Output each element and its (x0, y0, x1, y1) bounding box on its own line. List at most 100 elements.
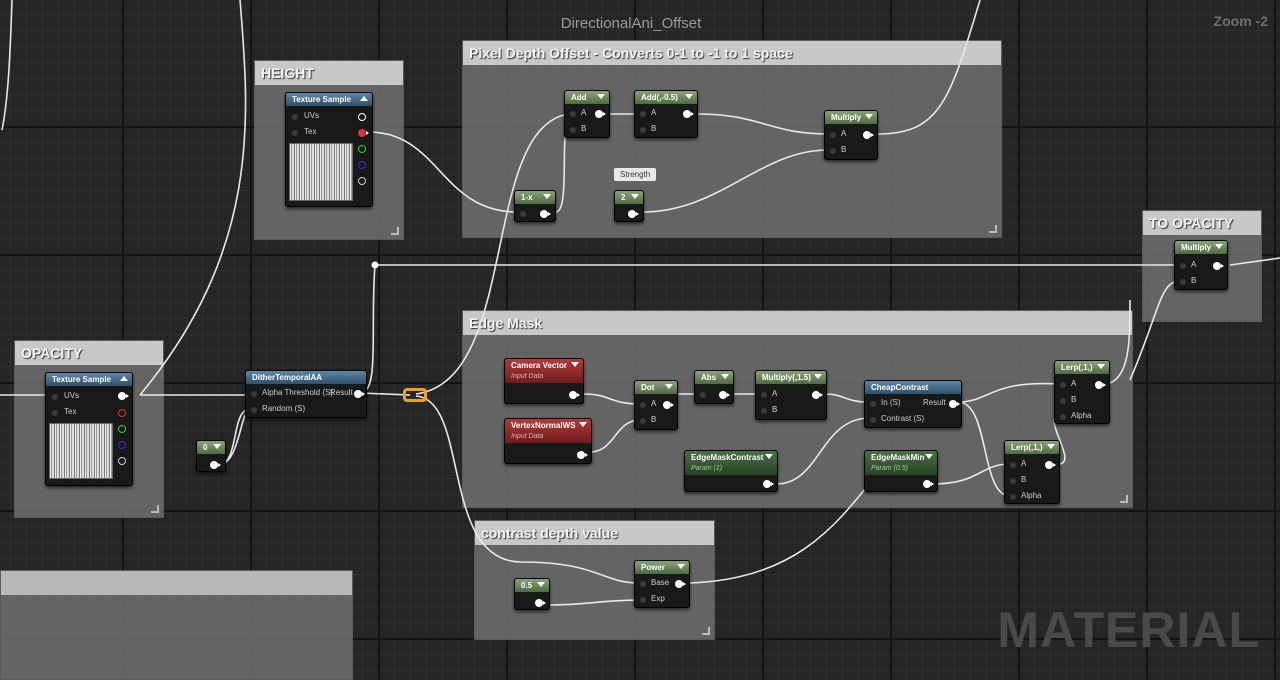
zero-constant-node[interactable]: 0 (196, 440, 226, 472)
cheap-contrast-node[interactable]: CheapContrast In (S) Contrast (S) Result (864, 380, 962, 428)
expand-icon[interactable] (865, 114, 873, 119)
output-pin-icon[interactable] (663, 401, 674, 409)
expand-icon[interactable] (721, 374, 729, 379)
output-pin-a-icon[interactable] (358, 177, 366, 185)
output-pin-icon[interactable] (719, 391, 730, 399)
expand-icon[interactable] (1215, 244, 1223, 249)
input-pin-icon[interactable] (870, 417, 876, 423)
expand-icon[interactable] (571, 362, 579, 367)
output-pin-r-icon[interactable] (118, 409, 126, 417)
output-pin-icon[interactable] (863, 131, 874, 139)
multiply-edge-node[interactable]: Multiply(,1.5) A B (755, 370, 827, 420)
output-pin-icon[interactable] (535, 599, 546, 607)
input-pin-icon[interactable] (570, 111, 576, 117)
output-pin-icon[interactable] (1213, 262, 1224, 270)
multiply-pdo-node[interactable]: Multiply A B (824, 110, 878, 160)
output-pin-icon[interactable] (354, 390, 365, 398)
power-node[interactable]: Power Base Exp (634, 560, 690, 608)
input-pin-icon[interactable] (761, 408, 767, 414)
output-pin-icon[interactable] (763, 480, 774, 488)
add-node[interactable]: Add A B (564, 90, 610, 138)
input-pin-icon[interactable] (1180, 263, 1186, 269)
input-pin-icon[interactable] (292, 114, 298, 120)
input-pin-icon[interactable] (251, 407, 257, 413)
expand-icon[interactable] (665, 384, 673, 389)
expand-icon[interactable] (537, 582, 545, 587)
abs-node[interactable]: Abs (694, 370, 734, 404)
output-pin-icon[interactable] (675, 580, 686, 588)
resize-grip[interactable] (1120, 495, 1128, 503)
output-pin-b-icon[interactable] (118, 441, 126, 449)
output-pin-rgb-icon[interactable] (118, 392, 129, 400)
comment-height[interactable]: HEIGHT (254, 60, 404, 240)
input-pin-icon[interactable] (870, 401, 876, 407)
output-pin-g-icon[interactable] (358, 145, 366, 153)
input-pin-icon[interactable] (1060, 414, 1066, 420)
input-pin-icon[interactable] (640, 597, 646, 603)
expand-icon[interactable] (765, 454, 773, 459)
resize-grip[interactable] (391, 227, 399, 235)
input-pin-icon[interactable] (52, 410, 58, 416)
input-pin-icon[interactable] (520, 211, 526, 217)
texture-sample-opacity-node[interactable]: Texture Sample UVs Tex (45, 372, 133, 486)
expand-icon[interactable] (631, 194, 639, 199)
strength-constant-node[interactable]: 2 (614, 190, 644, 222)
input-pin-icon[interactable] (830, 148, 836, 154)
output-pin-icon[interactable] (210, 461, 221, 469)
collapse-icon[interactable] (360, 96, 368, 101)
dither-temporal-aa-node[interactable]: DitherTemporalAA Alpha Threshold (S) Ran… (245, 370, 367, 418)
dot-node[interactable]: Dot A B (634, 380, 678, 430)
input-pin-icon[interactable] (1060, 382, 1066, 388)
output-pin-icon[interactable] (1045, 461, 1056, 469)
expand-icon[interactable] (925, 454, 933, 459)
input-pin-icon[interactable] (640, 418, 646, 424)
multiply-opacity-node[interactable]: Multiply A B (1174, 240, 1228, 290)
input-pin-icon[interactable] (1010, 462, 1016, 468)
input-pin-icon[interactable] (640, 581, 646, 587)
output-pin-icon[interactable] (1095, 381, 1106, 389)
resize-grip[interactable] (702, 627, 710, 635)
lerp-bottom-node[interactable]: Lerp(,1,) A B Alpha (1004, 440, 1060, 504)
input-pin-icon[interactable] (570, 127, 576, 133)
lerp-top-node[interactable]: Lerp(,1,) A B Alpha (1054, 360, 1110, 424)
output-pin-icon[interactable] (595, 110, 606, 118)
reroute-node[interactable] (403, 388, 427, 402)
output-pin-g-icon[interactable] (118, 425, 126, 433)
expand-icon[interactable] (814, 374, 822, 379)
output-pin-icon[interactable] (683, 110, 694, 118)
output-pin-icon[interactable] (577, 451, 588, 459)
input-pin-icon[interactable] (1010, 494, 1016, 500)
output-pin-icon[interactable] (949, 400, 960, 408)
output-pin-b-icon[interactable] (358, 161, 366, 169)
input-pin-icon[interactable] (1060, 398, 1066, 404)
texture-sample-height-node[interactable]: Texture Sample UVs Tex (285, 92, 373, 207)
input-pin-icon[interactable] (640, 127, 646, 133)
input-pin-icon[interactable] (761, 392, 767, 398)
resize-grip[interactable] (151, 505, 159, 513)
input-pin-icon[interactable] (700, 392, 706, 398)
expand-icon[interactable] (543, 194, 551, 199)
output-pin-icon[interactable] (812, 391, 823, 399)
comment-untitled[interactable] (0, 570, 353, 680)
collapse-icon[interactable] (120, 376, 128, 381)
output-pin-icon[interactable] (923, 480, 934, 488)
expand-icon[interactable] (1097, 364, 1105, 369)
resize-grip[interactable] (989, 225, 997, 233)
half-constant-node[interactable]: 0.5 (514, 578, 550, 610)
input-pin-icon[interactable] (1010, 478, 1016, 484)
input-pin-icon[interactable] (640, 111, 646, 117)
input-pin-icon[interactable] (52, 394, 58, 400)
output-pin-icon[interactable] (540, 210, 551, 218)
output-pin-icon[interactable] (628, 210, 639, 218)
output-pin-icon[interactable] (569, 391, 580, 399)
output-pin-rgb-icon[interactable] (358, 113, 366, 121)
output-pin-a-icon[interactable] (118, 457, 126, 465)
expand-icon[interactable] (213, 444, 221, 449)
expand-icon[interactable] (1047, 444, 1055, 449)
add-negative-half-node[interactable]: Add(,-0.5) A B (634, 90, 698, 138)
input-pin-icon[interactable] (1180, 279, 1186, 285)
